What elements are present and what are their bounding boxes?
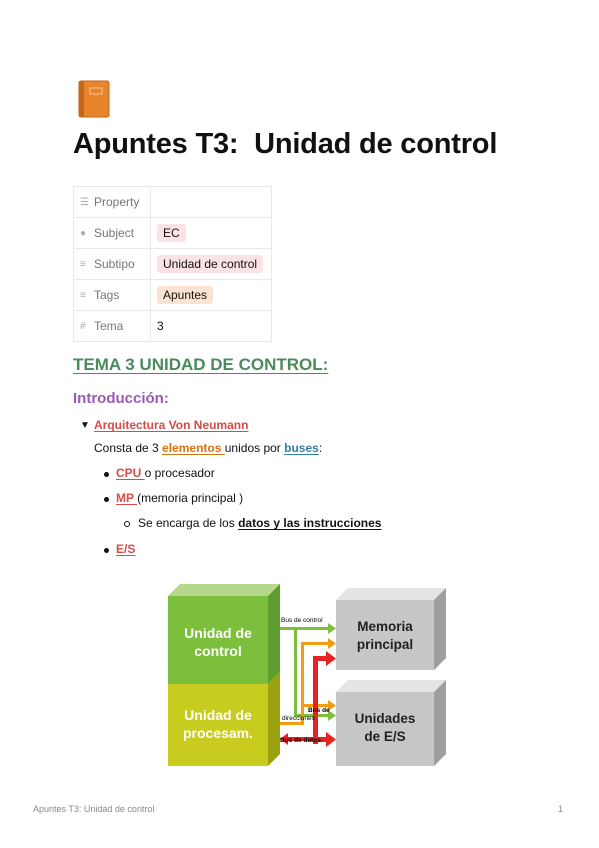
text-lines-icon: ☰ [80, 197, 89, 209]
property-key: Subtipo [94, 257, 135, 271]
property-header-label: Property [94, 195, 140, 209]
bullet-dot [104, 548, 109, 553]
circle-icon: ● [80, 228, 87, 240]
mem-label-2: principal [357, 637, 413, 652]
list-icon: ≡ [80, 259, 86, 271]
toggle-title[interactable]: Arquitectura Von Neumann [94, 418, 249, 432]
bullet-dot [104, 472, 109, 477]
footer-page-number: 1 [558, 804, 564, 814]
list-sub-item: Se encarga de los datos y las instruccio… [138, 516, 382, 530]
orange-book-icon [78, 80, 110, 118]
mem-front-face [336, 600, 434, 670]
subsection-heading: Introducción: [73, 390, 169, 407]
property-row-tags[interactable]: ≡ Tags Apuntes [73, 279, 272, 311]
property-key: Tema [94, 319, 124, 333]
io-label-1: Unidades [355, 711, 416, 726]
up-side-face [268, 672, 280, 766]
io-side-face [434, 680, 446, 766]
sub-bullet-circle [124, 521, 130, 527]
page-title: Apuntes T3: Unidad de control [73, 128, 498, 160]
list-item-es: E/S [116, 542, 136, 556]
up-label-1: Unidad de [184, 707, 252, 723]
bus-control-label: Bus de control [281, 617, 323, 624]
list-icon: ≡ [80, 290, 86, 302]
property-key: Tags [94, 288, 120, 302]
bus-control-lines [280, 623, 336, 721]
uc-label-2: control [194, 643, 241, 659]
property-row-subtipo[interactable]: ≡ Subtipo Unidad de control [73, 248, 272, 280]
mem-side-face [434, 588, 446, 670]
properties-table: ☰ Property ● Subject EC ≡ Subtipo Unidad de… [73, 186, 272, 342]
mem-top-face [336, 588, 446, 600]
bullet-dot [104, 497, 109, 502]
bus-direcciones-label-1: Bus de [308, 707, 330, 714]
io-label-2: de E/S [364, 729, 405, 744]
bus-datos-label: Bus de datos [280, 737, 321, 744]
toggle-triangle-icon[interactable]: ▼ [80, 420, 90, 431]
uc-top-face [168, 584, 280, 596]
property-key: Subject [94, 226, 135, 240]
subtipo-tag[interactable]: Unidad de control [157, 255, 264, 273]
subject-tag[interactable]: EC [157, 224, 186, 242]
list-item-cpu: CPU o procesador [116, 466, 215, 480]
list-item-mp: MP (memoria principal ) [116, 491, 244, 505]
hash-icon: # [80, 321, 86, 333]
uc-label-1: Unidad de [184, 625, 252, 641]
io-top-face [336, 680, 446, 692]
uc-side-face [268, 584, 280, 684]
mem-label-1: Memoria [357, 619, 413, 634]
intro-paragraph: Consta de 3 elementos unidos por buses: [94, 441, 323, 455]
property-row-subject[interactable]: ● Subject EC [73, 217, 272, 249]
up-front-face [168, 684, 268, 766]
property-row-tema[interactable]: # Tema 3 [73, 310, 272, 342]
io-front-face [336, 692, 434, 766]
buses-link: buses [284, 441, 319, 455]
section-heading: TEMA 3 UNIDAD DE CONTROL: [73, 355, 329, 374]
von-neumann-diagram: Unidad de control Unidad de procesam. Me… [168, 584, 446, 766]
property-header-row: ☰ Property [73, 186, 272, 218]
bus-direcciones-label-2: direcciones [282, 715, 316, 722]
up-label-2: procesam. [183, 725, 253, 741]
elementos-link: elementos [162, 441, 225, 455]
tags-tag[interactable]: Apuntes [157, 286, 214, 304]
footer-title: Apuntes T3: Unidad de control [33, 804, 155, 814]
bus-datos-lines [280, 651, 336, 747]
tema-value[interactable]: 3 [157, 319, 164, 333]
uc-front-face [168, 596, 268, 684]
